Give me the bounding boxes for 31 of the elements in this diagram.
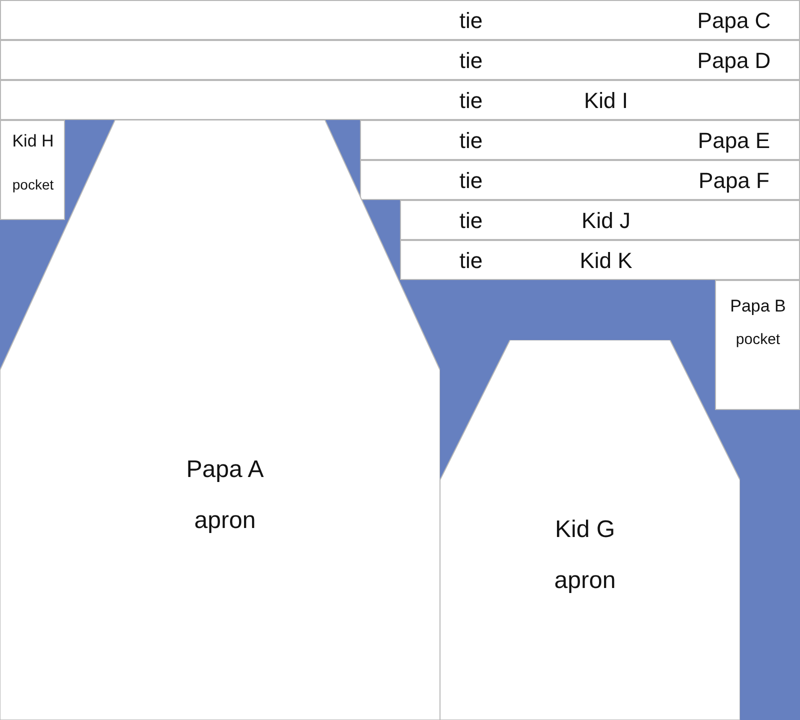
pocket-piece (0, 120, 65, 220)
piece-label: Kid H (12, 132, 54, 152)
piece-label: Kid I (584, 88, 628, 114)
tie-strip (400, 240, 800, 280)
piece-label: Papa E (698, 128, 770, 154)
piece-label: pocket (736, 332, 780, 348)
piece-label: Kid K (580, 248, 632, 274)
piece-label: tie (459, 88, 483, 114)
pocket-piece (715, 280, 800, 410)
tie-strip (0, 40, 800, 80)
piece-label: Kid J (582, 208, 630, 234)
tie-strip (0, 0, 800, 40)
tie-strip (400, 200, 800, 240)
piece-label: Papa F (698, 168, 770, 194)
piece-label: tie (459, 168, 483, 194)
piece-label: Papa A (186, 456, 264, 484)
piece-label: apron (554, 568, 616, 594)
piece-label: apron (194, 508, 256, 534)
piece-label: Papa C (697, 8, 771, 34)
piece-label: tie (459, 208, 483, 234)
piece-label: Kid G (554, 516, 616, 544)
tie-strip (360, 120, 800, 160)
piece-label: pocket (12, 177, 54, 193)
piece-label: tie (459, 8, 483, 34)
piece-label: Papa B (730, 298, 786, 316)
piece-label: tie (459, 128, 483, 154)
tie-strip (0, 80, 800, 120)
tie-strip (360, 160, 800, 200)
piece-label: Papa D (697, 48, 771, 74)
piece-label: tie (459, 48, 483, 74)
piece-label: tie (459, 248, 483, 274)
